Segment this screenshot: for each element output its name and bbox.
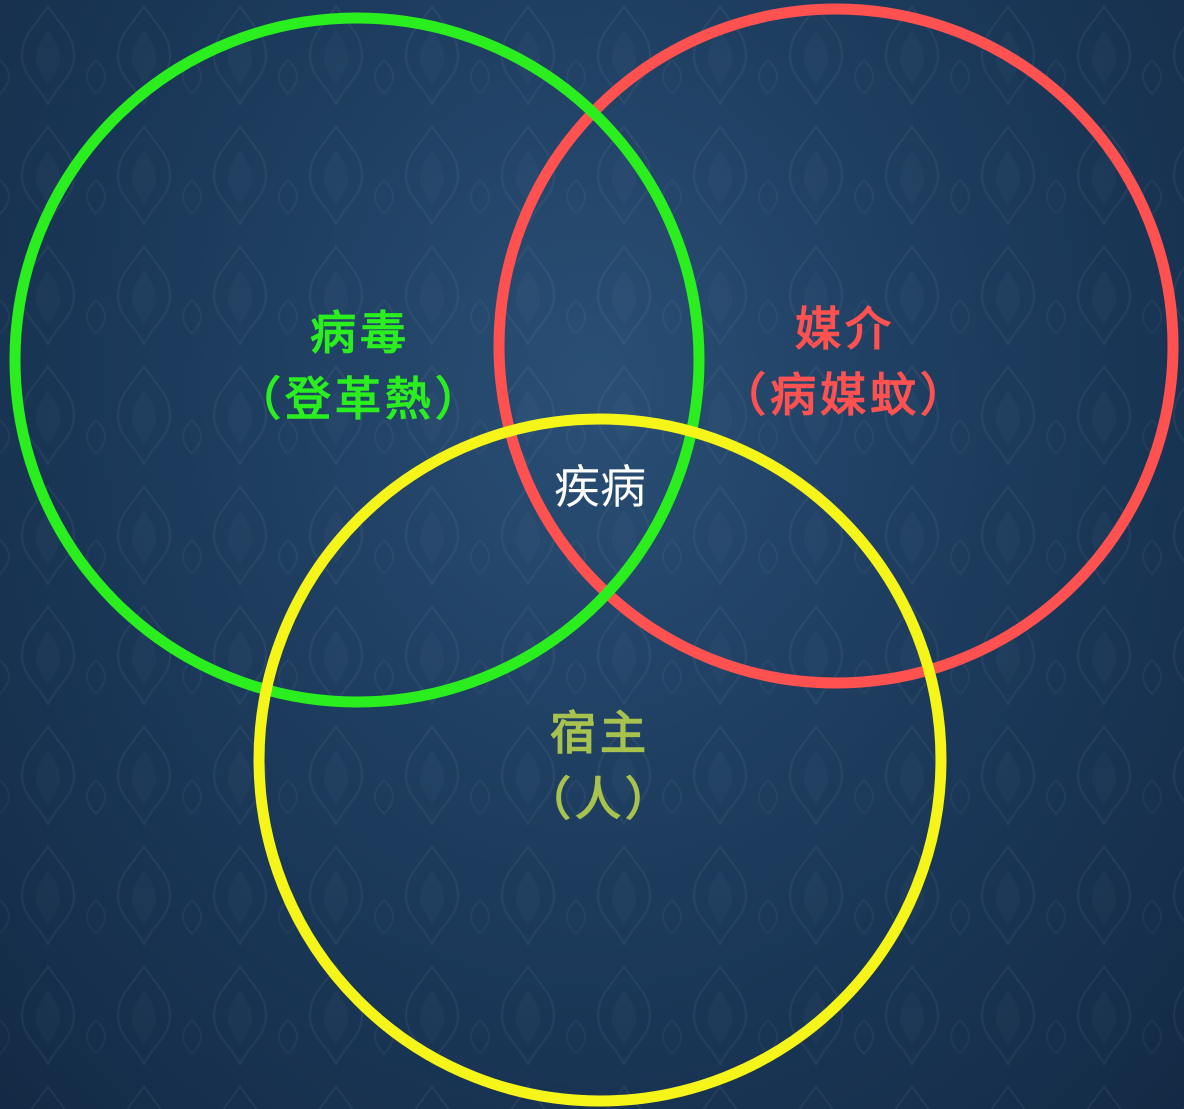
host-circle — [253, 413, 947, 1107]
vector-label: 媒介 （病媒蚊） — [700, 296, 990, 428]
vector-label-line2: （病媒蚊） — [720, 368, 970, 422]
host-label: 宿主 （人） — [470, 700, 730, 832]
vector-label-line1: 媒介 — [795, 302, 895, 356]
host-label-line2: （人） — [525, 772, 675, 826]
virus-label-line1: 病毒 — [310, 306, 410, 360]
virus-circle — [9, 12, 705, 708]
host-label-line1: 宿主 — [550, 706, 650, 760]
disease-intersection-label: 疾病 — [554, 460, 646, 514]
virus-label: 病毒 （登革熱） — [215, 300, 505, 432]
vector-circle — [493, 3, 1179, 689]
virus-label-line2: （登革熱） — [235, 372, 485, 426]
